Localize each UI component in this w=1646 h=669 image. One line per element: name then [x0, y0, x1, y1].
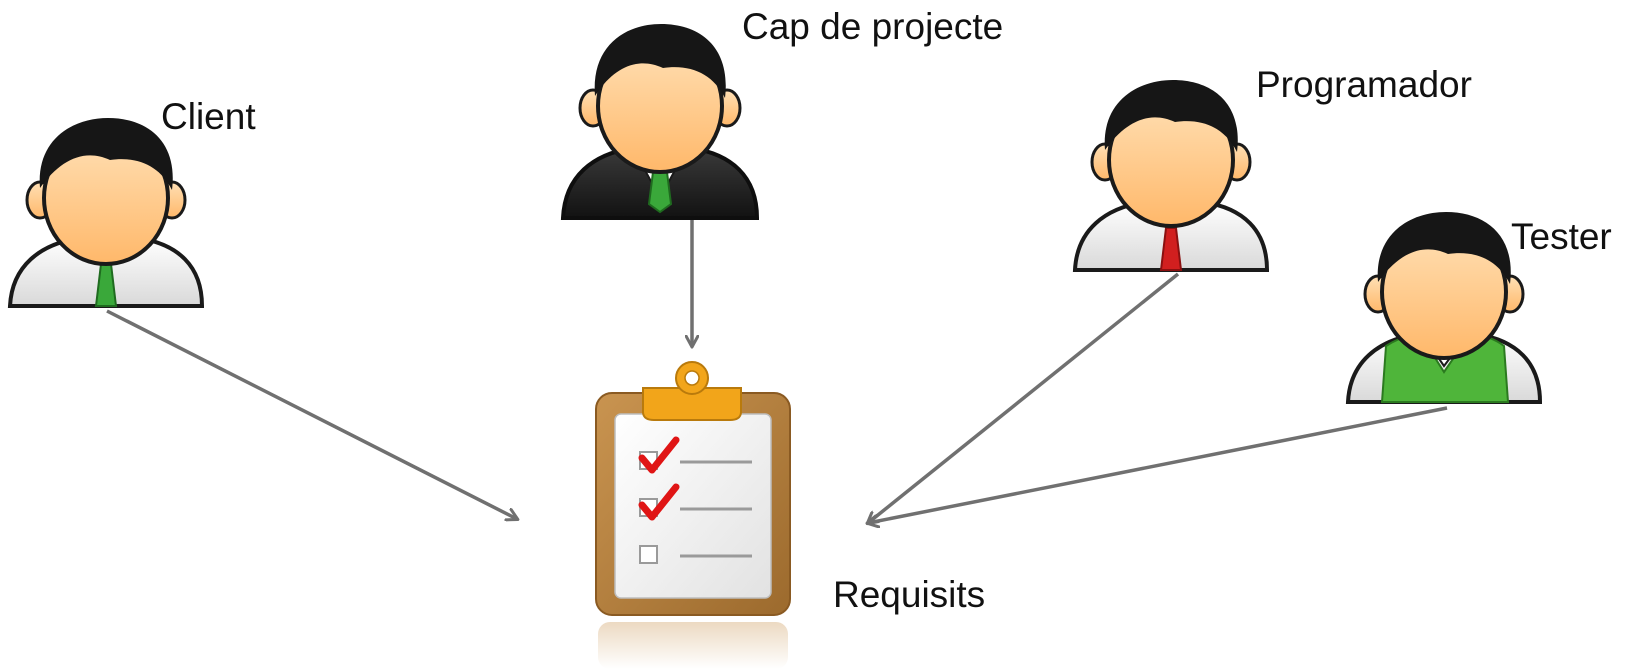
arrow-client-to-requisits: [106, 309, 517, 519]
client-label: Client: [161, 96, 256, 137]
tester-person-vest-icon: [1345, 212, 1543, 404]
arrow-tester-to-requisits: [868, 406, 1448, 523]
requisits-clipboard-checklist-icon: [595, 361, 791, 669]
programmer-label: Programador: [1256, 64, 1472, 105]
arrow-programmer-to-requisits: [868, 272, 1180, 523]
requisits-label: Requisits: [833, 574, 986, 615]
tester-label: Tester: [1511, 216, 1612, 257]
manager-label: Cap de projecte: [742, 6, 1004, 47]
client-person-icon: [7, 118, 205, 308]
arrows: [106, 217, 1448, 523]
programmer-person-icon: [1072, 80, 1270, 272]
manager-person-suit-icon: [560, 24, 760, 220]
